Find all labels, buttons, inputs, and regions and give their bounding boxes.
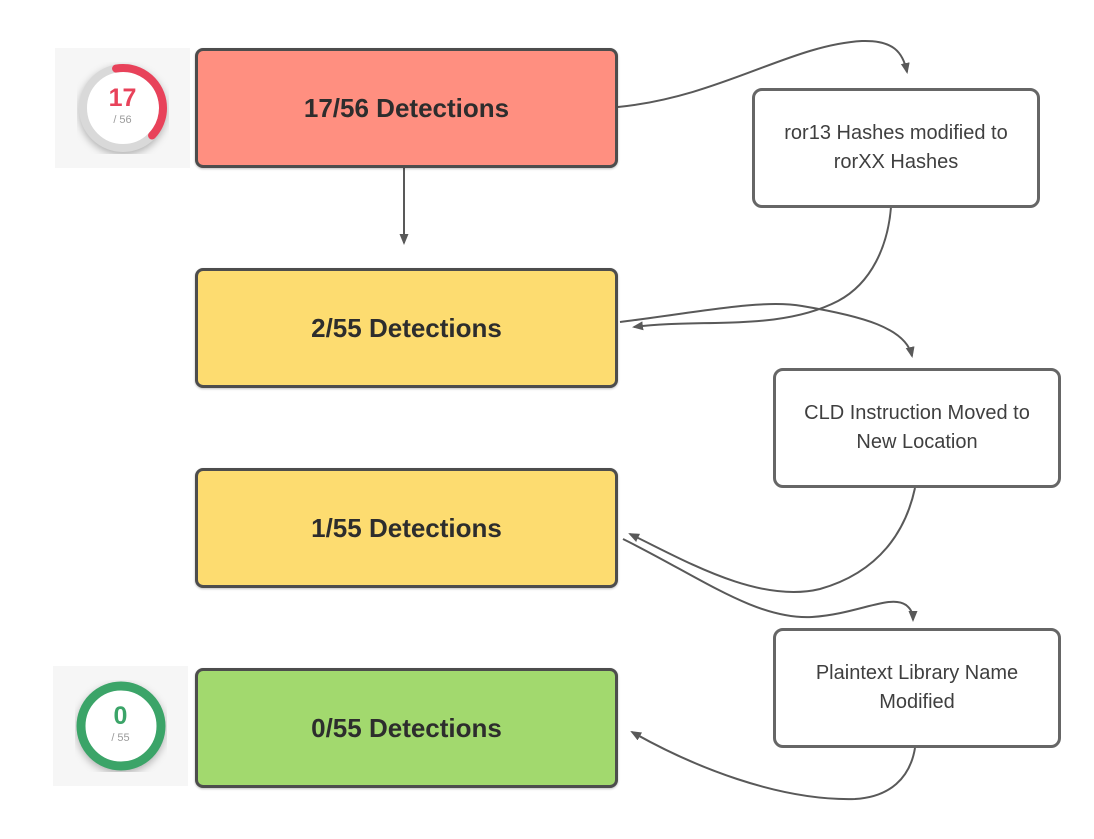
gauge-card-17-56: 17 / 56 [55, 48, 190, 168]
detection-gauge-17-56: 17 / 56 [77, 62, 169, 154]
edge-2-55-to-cld [619, 303, 915, 358]
node-detections-17-56: 17/56 Detections [195, 48, 618, 168]
detection-gauge-0-55: 0 / 55 [75, 680, 167, 772]
node-step-cld-instruction: CLD Instruction Moved to New Location [773, 368, 1061, 488]
edge-1-55-to-plaintext [622, 538, 918, 622]
node-step-plaintext-library: Plaintext Library Name Modified [773, 628, 1061, 748]
edge-cld-to-1-55 [628, 487, 916, 594]
gauge-value: 0 [113, 702, 128, 730]
gauge-card-0-55: 0 / 55 [53, 666, 188, 786]
node-detections-1-55: 1/55 Detections [195, 468, 618, 588]
edge-17-56-to-ror13 [617, 39, 910, 108]
node-detections-0-55: 0/55 Detections [195, 668, 618, 788]
edge-ror13-to-2-55 [632, 206, 892, 331]
node-step-ror13-hashes: ror13 Hashes modified to rorXX Hashes [752, 88, 1040, 208]
edge-plaintext-to-0-55 [630, 731, 916, 801]
gauge-ring-red-icon [78, 64, 167, 152]
gauge-value: 17 [108, 84, 137, 112]
gauge-total: / 56 [113, 114, 132, 126]
gauge-total: / 55 [111, 732, 130, 744]
gauge-ring-green-icon [76, 681, 165, 771]
node-detections-2-55: 2/55 Detections [195, 268, 618, 388]
